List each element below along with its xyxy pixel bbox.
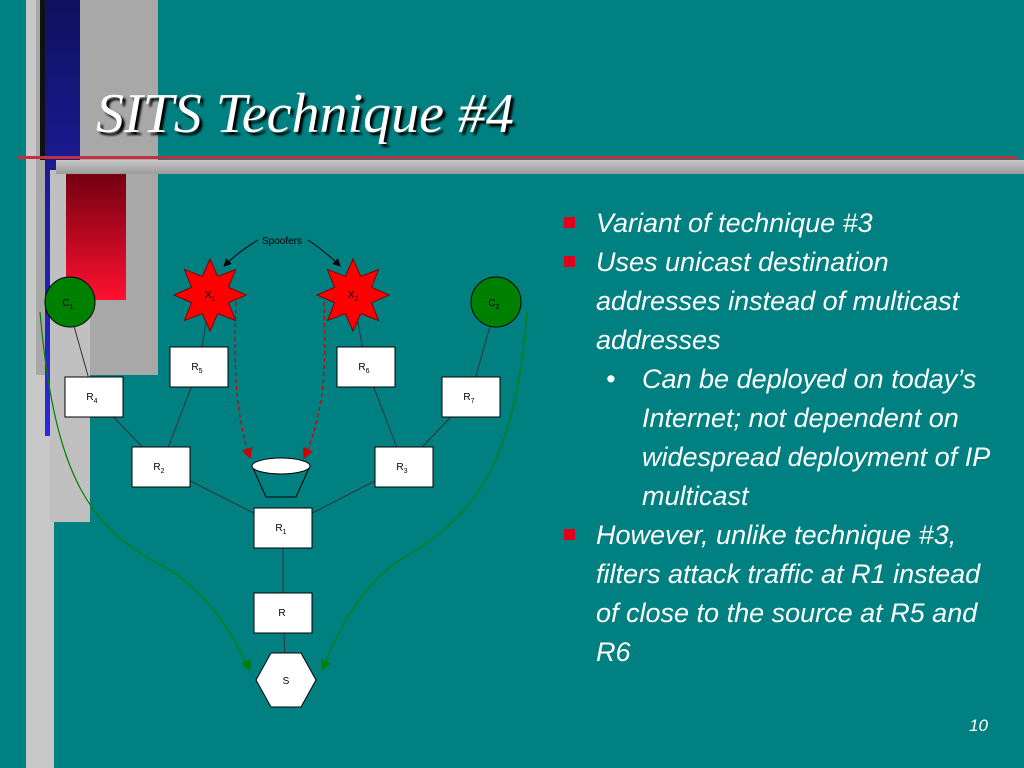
svg-text:R4: R4 [86, 392, 97, 405]
router-r5: R5 [169, 346, 229, 388]
router-r3: R3 [374, 446, 434, 488]
svg-text:R1: R1 [275, 523, 286, 536]
spoofers-label: Spoofers [262, 236, 302, 247]
svg-text:C1: C1 [62, 298, 73, 311]
router-r6-label: R [358, 362, 365, 373]
client-c1-label: C [62, 298, 69, 309]
attacker-x2-label: X [348, 290, 355, 301]
sub-bullet-marker: • [606, 364, 616, 394]
client-c2-label: C [488, 298, 495, 309]
attack-path-x1 [234, 301, 253, 460]
svg-text:C2: C2 [488, 298, 499, 311]
router-r4: R4 [64, 376, 124, 418]
sub-bullet-text: Can be deployed on today’s Internet; not… [642, 364, 990, 511]
router-r7: R7 [441, 376, 501, 418]
svg-text:R7: R7 [463, 392, 474, 405]
spoofer-arrow-x2 [307, 239, 341, 267]
router-r5-label: R [191, 362, 198, 373]
slide-title: SITS Technique #4 [96, 83, 514, 145]
router-r6: R6 [336, 346, 396, 388]
svg-text:R: R [278, 608, 285, 619]
router-r1: R1 [253, 507, 313, 549]
decor-rule-gray [56, 160, 1024, 174]
filter-funnel [251, 457, 311, 498]
client-c2: C2 [470, 276, 522, 328]
legit-path-c1 [39, 311, 251, 672]
page-number: 10 [969, 716, 988, 735]
router-r3-label: R [396, 462, 403, 473]
svg-text:X2: X2 [348, 290, 359, 303]
server-s-label: S [283, 676, 290, 687]
bullet-list: Variant of technique #3 Uses unicast des… [558, 204, 1008, 672]
spoofer-arrow-x1 [223, 239, 259, 267]
attacker-x1-label: X [205, 290, 212, 301]
decor-rule-red [18, 156, 1018, 159]
router-r-label: R [278, 608, 285, 619]
router-r2: R2 [131, 446, 191, 488]
bullet-text: Uses unicast destination addresses inste… [596, 247, 960, 355]
router-r2-label: R [153, 462, 160, 473]
svg-text:R2: R2 [153, 462, 164, 475]
legit-path-c2 [320, 311, 528, 672]
sub-bullet-item: • Can be deployed on today’s Internet; no… [558, 360, 1008, 516]
bullet-item: However, unlike technique #3, filters at… [558, 516, 1008, 672]
svg-text:X1: X1 [205, 290, 216, 303]
bullet-text: However, unlike technique #3, filters at… [596, 520, 981, 667]
attacker-x2: X2 [315, 257, 391, 333]
bullet-marker [564, 217, 575, 228]
bullet-item: Variant of technique #3 [558, 204, 1008, 243]
bullet-marker [564, 529, 575, 540]
bullet-marker [564, 256, 575, 267]
svg-text:R6: R6 [358, 362, 369, 375]
router-r4-label: R [86, 392, 93, 403]
router-r1-label: R [275, 523, 282, 534]
router-r: R [253, 592, 313, 634]
bullet-text: Variant of technique #3 [596, 208, 873, 238]
server-s: S [255, 652, 317, 708]
router-r7-label: R [463, 392, 470, 403]
attack-path-x2 [303, 301, 326, 460]
client-c1: C1 [44, 276, 96, 328]
svg-text:R5: R5 [191, 362, 202, 375]
svg-text:R3: R3 [396, 462, 407, 475]
attacker-x1: X1 [172, 257, 248, 333]
bullet-item: Uses unicast destination addresses inste… [558, 243, 1008, 360]
